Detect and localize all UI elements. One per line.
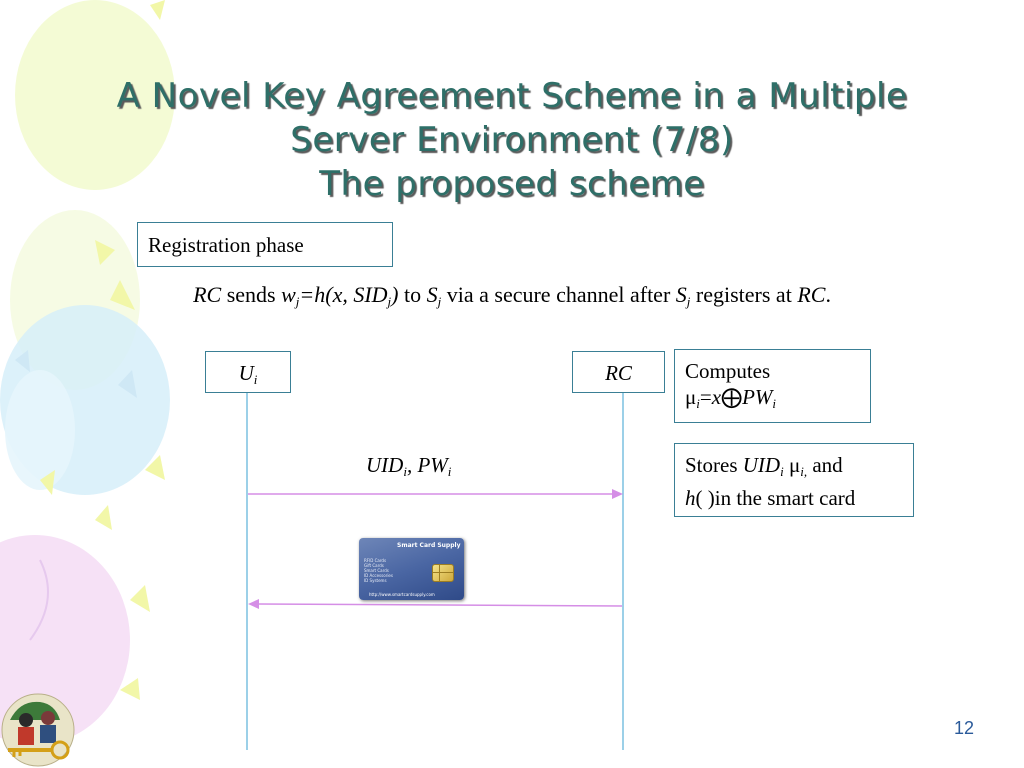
smart-card-image: Smart Card Supply RFID Cards Gift Cards … [359,538,464,600]
registers-text: registers at [690,282,798,307]
message-label: UIDi, PWi [366,453,452,479]
smart-card-title: Smart Card Supply [397,542,461,549]
registration-phase-label: Registration phase [148,233,304,257]
rc-term: RC [193,282,222,307]
sends-text: sends [221,282,282,307]
user-entity-label: Ui [238,361,258,387]
card-chip-icon [432,564,454,582]
title-line-3: The proposed scheme [319,164,705,204]
slide-title: A Novel Key Agreement Scheme in a Multip… [0,74,1024,206]
smart-card-list: RFID Cards Gift Cards Smart Cards ID Acc… [364,558,393,583]
rc-entity-box: RC [572,351,665,393]
key-people-logo-icon [1,693,75,767]
computes-box: Computes μi=x⨁PWi [674,349,871,423]
stores-line-2: h( )in the smart card [685,486,856,510]
smart-card-url: http://www.smartcardsupply.com [369,592,435,597]
arrow-to-user-head [248,599,259,609]
title-line-1: A Novel Key Agreement Scheme in a Multip… [116,76,908,116]
to-text: to [398,282,427,307]
user-entity-box: Ui [205,351,291,393]
arrow-to-user [257,603,623,607]
w-term: wj=h(x, SIDj) [281,282,399,309]
rc-entity-label: RC [605,361,632,385]
page-number: 12 [953,718,974,738]
s-term: Sj [426,282,442,309]
stores-box: Stores UIDi μi, and h( )in the smart car… [674,443,914,517]
arrow-to-rc-head [612,489,623,499]
computes-label: Computes [685,359,771,383]
rc-term-2: RC [797,282,826,307]
rc-sends-statement: RC sends wj=h(x, SIDj) to Sj via a secur… [193,282,831,309]
s-term-2: Sj [675,282,691,309]
title-line-2: Server Environment (7/8) [290,120,734,160]
via-text: via a secure channel after [441,282,676,307]
stores-line-1: Stores UIDi μi, and [685,453,843,479]
computes-formula: μi=x⨁PWi [685,385,777,411]
registration-phase-box: Registration phase [137,222,393,267]
